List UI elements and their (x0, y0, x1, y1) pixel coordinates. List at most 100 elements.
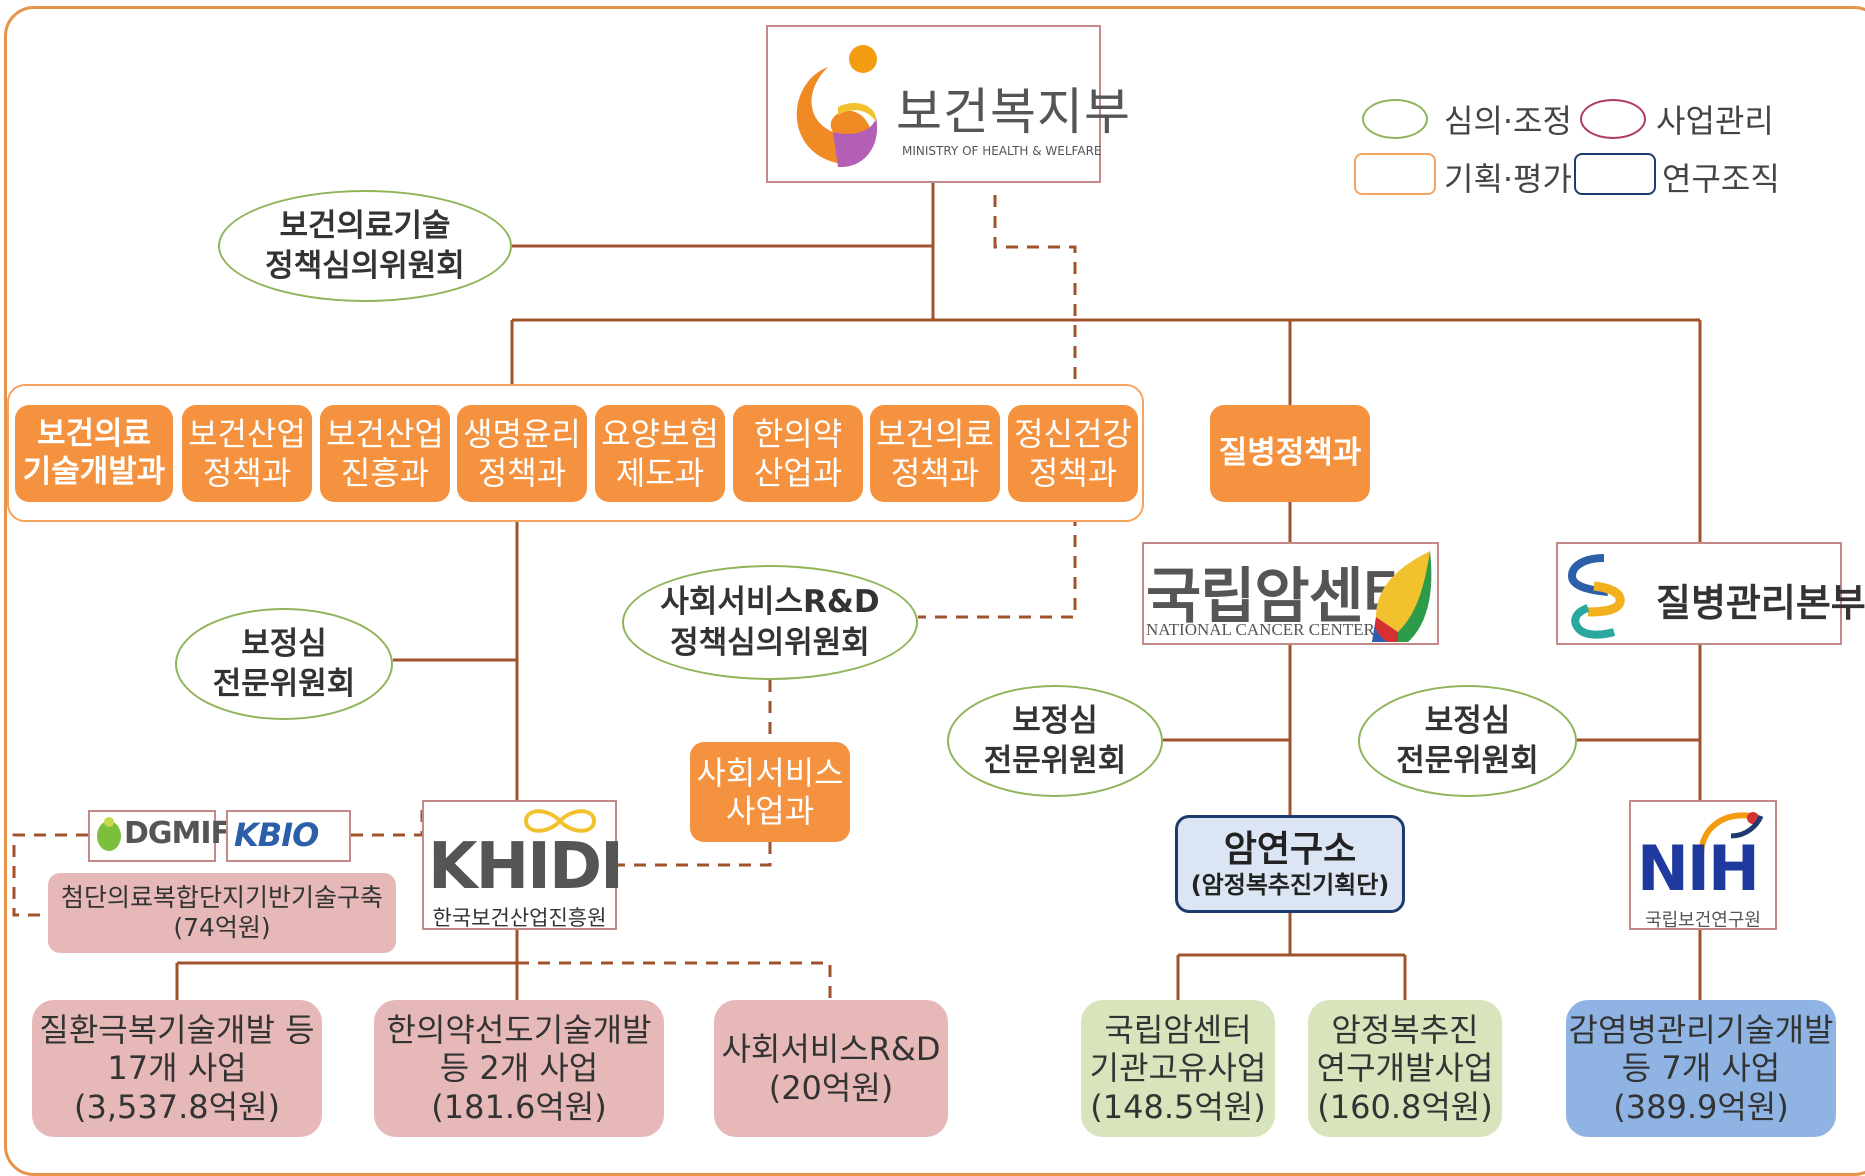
department-line1: 생명윤리 (463, 415, 581, 454)
department-line1: 보건산업 (188, 415, 306, 454)
program-infectious-disease: 감염병관리기술개발 등 7개 사업 (389.9억원) (1566, 1000, 1836, 1137)
program-line1: 질환극복기술개발 등 (39, 1010, 315, 1049)
social-committee-line2: 정책심의위원회 (670, 624, 870, 661)
legend-swatch-planning (1354, 153, 1436, 195)
department-bioethics-policy: 생명윤리 정책과 (457, 405, 587, 502)
ministry-english: MINISTRY OF HEALTH & WELFARE (902, 144, 1102, 158)
department-healthcare-policy: 보건의료 정책과 (870, 405, 1000, 502)
dgmif-logo-box: DGMIF (88, 810, 231, 862)
dgmif-logo-text: DGMIF (124, 816, 231, 851)
department-line1: 한의약 (753, 415, 843, 454)
department-health-industry-policy: 보건산업 정책과 (182, 405, 312, 502)
program-line2: 기관고유사업 (1089, 1049, 1267, 1088)
khidi-logo-text: KHIDI (428, 830, 624, 904)
department-line2: 정책과 (1028, 453, 1118, 492)
department-line1: 정신건강 (1014, 415, 1132, 454)
program-ncc-intrinsic: 국립암센터 기관고유사업 (148.5억원) (1081, 1000, 1275, 1137)
department-line1: 보건산업 (326, 415, 444, 454)
social-committee-line1: 사회서비스R&D (660, 584, 880, 621)
program-line2: 17개 사업 (107, 1049, 247, 1088)
legend-swatch-research (1574, 153, 1656, 195)
dashed-khidi-to-program-3 (517, 961, 832, 1000)
ncc-english: NATIONAL CANCER CENTER (1146, 620, 1375, 639)
expert-committee-ncc: 보정심 전문위원회 (947, 685, 1163, 797)
dashed-ministry-to-social (918, 195, 1077, 619)
department-line2: 산업과 (753, 453, 843, 492)
program-line1: 사회서비스R&D (721, 1030, 941, 1069)
institute-line2: (암정복추진기획단) (1190, 871, 1390, 900)
kcdc-logo-icon (1567, 554, 1625, 639)
expert-committee-line2: 전문위원회 (983, 743, 1127, 779)
disease-policy-department: 질병정책과 (1210, 405, 1370, 502)
legend-swatch-management (1580, 99, 1646, 139)
program-line1: 한의약선도기술개발 (386, 1010, 652, 1049)
khidi-infinity-logo-icon (523, 809, 597, 833)
kcdc-name: 질병관리본부 (1656, 581, 1865, 625)
department-line1: 요양보험 (601, 415, 719, 454)
social-service-department: 사회서비스 사업과 (690, 742, 850, 842)
department-line2: 기술개발과 (22, 453, 166, 490)
nih-box: NIH 국립보건연구원 (1629, 800, 1777, 931)
expert-committee-left: 보정심 전문위원회 (175, 608, 393, 720)
program-line1: 감염병관리기술개발 (1568, 1010, 1834, 1049)
dgmif-logo-icon (97, 817, 121, 851)
complex-line2: (74억원) (173, 913, 271, 942)
complex-program: 첨단의료복합단지기반기술구축 (74억원) (48, 873, 396, 953)
department-health-industry-promotion: 보건산업 진흥과 (320, 405, 450, 502)
policy-committee: 보건의료기술 정책심의위원회 (218, 190, 512, 302)
program-line3: (3,537.8억원) (74, 1087, 280, 1126)
social-dept-line2: 사업과 (725, 792, 815, 830)
expert-committee-line2: 전문위원회 (212, 666, 356, 702)
kbio-logo-text: KBIO (234, 816, 319, 854)
khidi-name: 한국보건산업진흥원 (432, 906, 607, 930)
ministry-logo-icon (796, 45, 878, 168)
expert-committee-line1: 보정심 (1424, 702, 1511, 739)
expert-committee-line1: 보정심 (241, 625, 327, 662)
department-mental-health: 정신건강 정책과 (1008, 405, 1138, 502)
social-dept-line1: 사회서비스 (696, 753, 844, 792)
ncc-logo-icon (1372, 551, 1432, 642)
program-line1: 국립암센터 (1104, 1010, 1252, 1049)
policy-committee-line1: 보건의료기술 (279, 207, 451, 244)
program-social-service-rnd: 사회서비스R&D (20억원) (714, 1000, 948, 1137)
ministry-name: 보건복지부 (896, 83, 1131, 141)
expert-committee-line1: 보정심 (1012, 702, 1098, 739)
kbio-logo-box: KBIO (226, 810, 351, 862)
department-line2: 제도과 (615, 453, 705, 492)
department-line2: 정책과 (477, 453, 567, 492)
legend-label-management: 사업관리 (1656, 102, 1774, 140)
program-disease-overcoming: 질환극복기술개발 등 17개 사업 (3,537.8억원) (32, 1000, 322, 1137)
nih-name: 국립보건연구원 (1645, 910, 1761, 931)
program-line3: (160.8억원) (1317, 1087, 1493, 1126)
program-line3: (389.9억원) (1613, 1087, 1789, 1126)
department-korean-medicine: 한의약 산업과 (733, 405, 863, 502)
disease-policy-label: 질병정책과 (1218, 434, 1362, 471)
social-service-committee: 사회서비스R&D 정책심의위원회 (622, 565, 918, 680)
program-line2: (20억원) (768, 1068, 894, 1107)
department-health-tech-dev: 보건의료 기술개발과 (15, 405, 173, 502)
policy-committee-line2: 정책심의위원회 (265, 248, 465, 284)
department-line2: 진흥과 (340, 453, 430, 492)
legend-label-research: 연구조직 (1662, 160, 1780, 198)
national-cancer-center-box: 국립암센터 NATIONAL CANCER CENTER (1142, 542, 1439, 645)
program-cancer-conquest: 암정복추진 연구개발사업 (160.8억원) (1308, 1000, 1502, 1137)
expert-committee-line2: 전문위원회 (1396, 743, 1539, 779)
department-line2: 정책과 (202, 453, 292, 492)
ministry-box: 보건복지부 MINISTRY OF HEALTH & WELFARE (766, 25, 1130, 183)
legend-label-deliberation: 심의·조정 (1444, 102, 1572, 140)
ncc-name: 국립암센터 (1146, 562, 1418, 632)
complex-line1: 첨단의료복합단지기반기술구축 (60, 883, 383, 912)
program-line3: (148.5억원) (1090, 1087, 1266, 1126)
legend-label-planning: 기획·평가 (1444, 160, 1572, 198)
institute-line1: 암연구소 (1223, 829, 1357, 870)
khidi-box: KHIDI 한국보건산업진흥원 (422, 800, 624, 930)
nih-logo-text: NIH (1637, 832, 1760, 905)
program-korean-medicine: 한의약선도기술개발 등 2개 사업 (181.6억원) (374, 1000, 664, 1137)
department-line1: 보건의료 (36, 416, 152, 453)
dashed-kbio-to-khidi (351, 810, 424, 837)
dashed-dgmif-to-complex (12, 833, 88, 917)
program-line2: 등 7개 사업 (1621, 1049, 1781, 1088)
department-ltc-insurance: 요양보험 제도과 (595, 405, 725, 502)
